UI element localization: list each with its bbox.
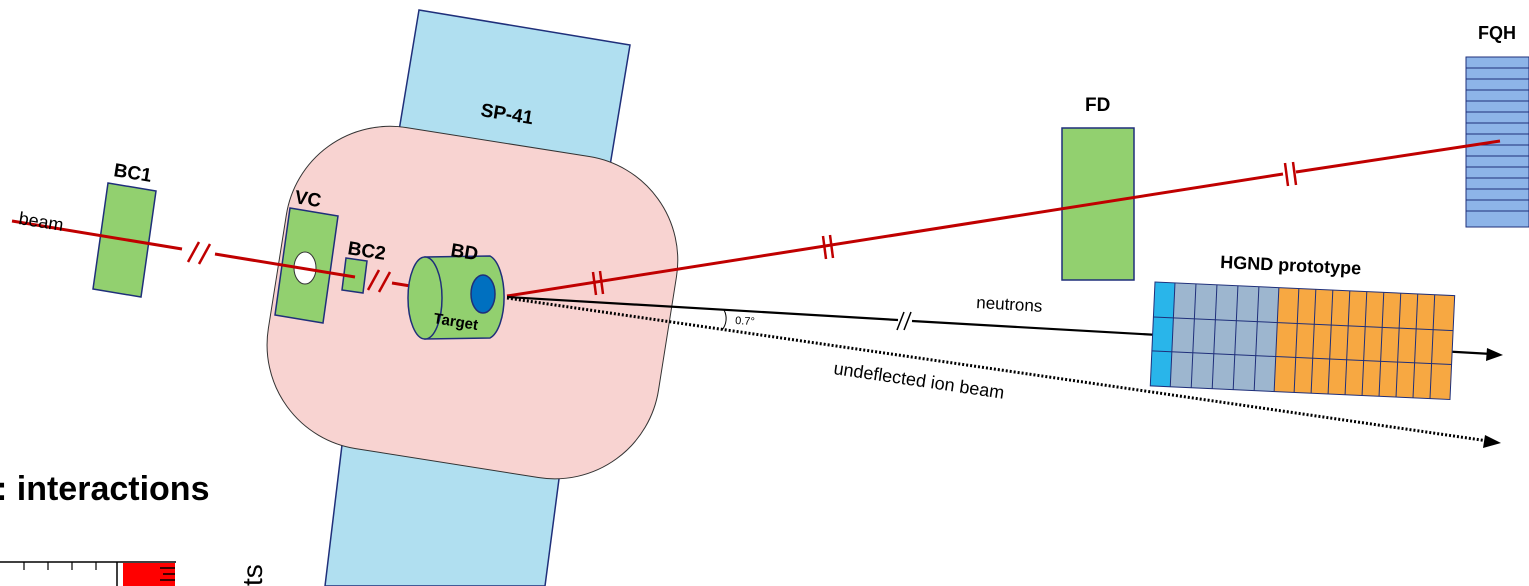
neutron-break-marks	[896, 311, 912, 331]
angle-label: 0.7°	[735, 315, 755, 328]
target-label: Target	[432, 310, 479, 334]
undeflected-beam-label: undeflected ion beam	[832, 358, 1005, 403]
beam-label: beam	[17, 208, 65, 235]
vc-label: VC	[293, 187, 323, 212]
beam-break-marks	[186, 241, 392, 293]
hgnd-label: HGND prototype	[1220, 252, 1362, 278]
fd-label: FD	[1085, 95, 1110, 116]
bc1-label: BC1	[112, 160, 153, 187]
interactions-heading: : interactions	[0, 470, 209, 508]
neutrons-label: neutrons	[976, 293, 1043, 316]
angle-arc	[721, 309, 727, 331]
deflected-beam-line	[506, 139, 1501, 298]
fqh-detector	[1465, 56, 1529, 228]
axis-label-fragment: ts	[237, 564, 268, 586]
fqh-label: FQH	[1478, 23, 1516, 43]
target	[470, 274, 496, 314]
neutron-arrowhead	[1486, 348, 1503, 361]
inset-plot-fragment	[0, 561, 176, 586]
hgnd-detector	[1149, 281, 1456, 401]
deflected-break-marks	[591, 161, 1298, 296]
undeflected-beam-line	[506, 296, 1489, 443]
bd-label: BD	[449, 240, 479, 265]
undeflected-arrowhead	[1483, 435, 1501, 448]
